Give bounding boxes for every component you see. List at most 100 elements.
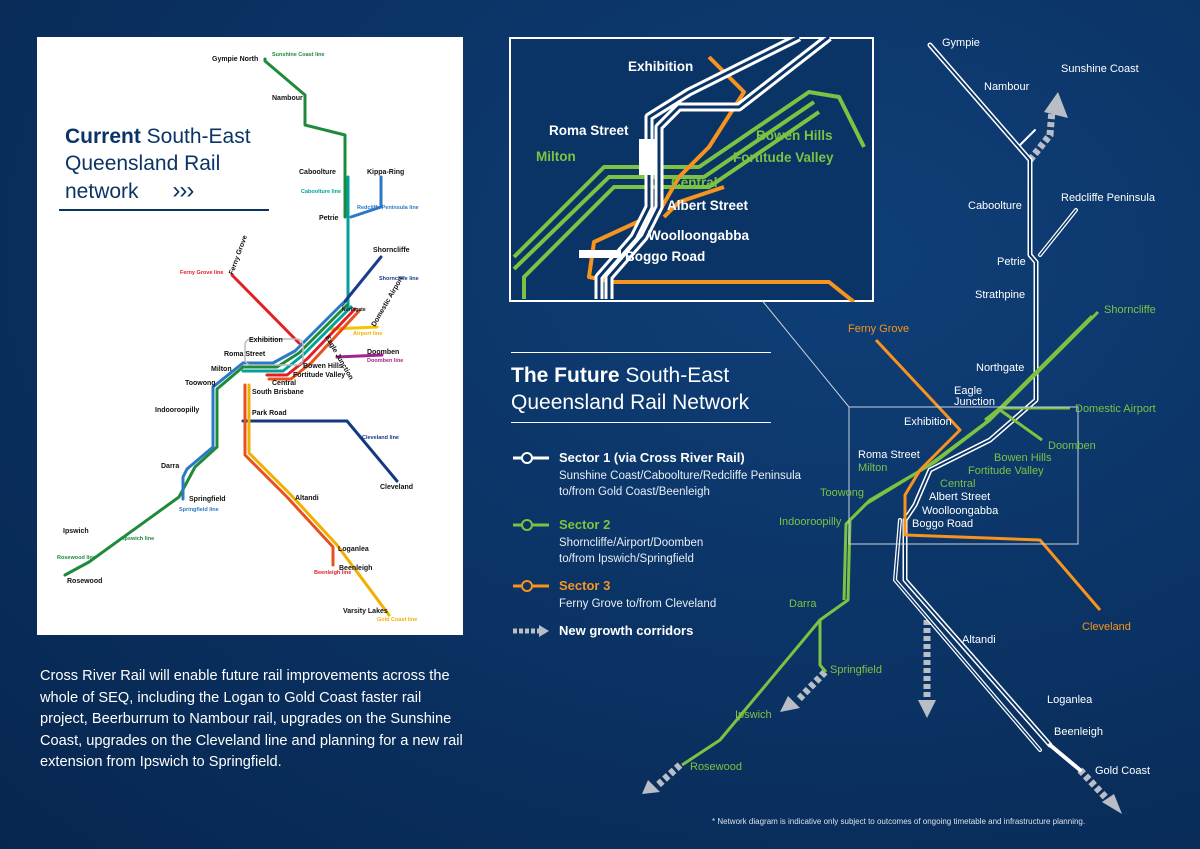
s1-nambour-sunshine xyxy=(1019,129,1036,146)
cur-st-caboolture: Caboolture xyxy=(299,169,336,176)
current-cleveland-line xyxy=(241,419,399,483)
growth-arrowhead-altandi xyxy=(918,700,936,718)
legend-sector2-icon xyxy=(513,519,549,531)
fut-st-boggo-road: Boggo Road xyxy=(912,518,973,530)
cur-st-petrie: Petrie xyxy=(319,215,339,222)
fut-st-loganlea: Loganlea xyxy=(1047,694,1093,706)
legend-sector2-title: Sector 2 xyxy=(559,517,611,532)
cur-line-caboolture: Caboolture line xyxy=(301,189,341,195)
fut-st-rosewood: Rosewood xyxy=(690,761,742,773)
future-title-rule-top xyxy=(511,352,771,353)
inset-st-fortitude-valley: Fortitude Valley xyxy=(733,150,834,165)
current-trunk-red xyxy=(265,307,357,377)
fut-st-central: Central xyxy=(940,478,975,490)
cur-st-south-brisbane: South Brisbane xyxy=(252,389,304,396)
current-trunk-blue xyxy=(241,301,345,365)
fut-st-strathpine: Strathpine xyxy=(975,289,1025,301)
legend-sector2-desc: Shorncliffe/Airport/Doomben to/from Ipsw… xyxy=(559,535,703,567)
inset-green-c xyxy=(522,110,821,299)
cur-line-ferny-grove: Ferny Grove line xyxy=(180,270,223,276)
fut-st-altandi: Altandi xyxy=(962,634,996,646)
cur-line-springfield: Springfield line xyxy=(179,507,219,513)
cur-line-gold-coast: Gold Coast line xyxy=(377,617,417,623)
cur-line-ipswich: Ipswich line xyxy=(123,536,154,542)
fut-st-junction: Junction xyxy=(954,396,995,408)
current-gold-coast-line xyxy=(247,383,391,617)
cur-st-shorncliffe: Shorncliffe xyxy=(373,247,410,254)
cur-st-darra: Darra xyxy=(161,463,179,470)
fut-st-cleveland: Cleveland xyxy=(1082,621,1131,633)
sector1-lines xyxy=(893,42,1082,772)
legend-sector1-desc: Sunshine Coast/Caboolture/Redcliffe Peni… xyxy=(559,468,801,500)
future-title-line2: Queensland Rail Network xyxy=(511,391,750,414)
current-title-bold: Current xyxy=(65,125,141,148)
future-title: The Future South-East Queensland Rail Ne… xyxy=(511,362,749,416)
current-beenleigh-line xyxy=(243,383,335,567)
cur-st-bowen-hills: Bowen Hills xyxy=(303,363,343,370)
fut-st-milton: Milton xyxy=(858,462,887,474)
fut-st-northgate: Northgate xyxy=(976,362,1024,374)
cur-line-rosewood: Rosewood line xyxy=(57,555,96,561)
current-network-panel: Gympie North Nambour Caboolture Kippa-Ri… xyxy=(37,37,463,635)
cur-line-cleveland: Cleveland line xyxy=(362,435,399,441)
cur-st-beenleigh: Beenleigh xyxy=(339,565,372,572)
inset-st-woolloongabba: Woolloongabba xyxy=(648,228,749,243)
s1-south-trunk-inner xyxy=(894,519,1041,751)
current-sunshine-coast-line xyxy=(263,57,347,219)
current-network-map: Gympie North Nambour Caboolture Kippa-Ri… xyxy=(57,52,419,623)
fut-st-petrie: Petrie xyxy=(997,256,1026,268)
legend-sector1-icon xyxy=(513,452,549,464)
chevrons-icon: ››› xyxy=(172,177,194,204)
fut-st-doomben: Doomben xyxy=(1048,440,1096,452)
legend-sector1-desc2: to/from Gold Coast/Beenleigh xyxy=(559,486,710,498)
future-title-rule-bottom xyxy=(511,422,771,423)
s3-ferny-grove xyxy=(874,338,1102,611)
inset-city-detail: Exhibition Roma Street Milton Bowen Hill… xyxy=(509,37,874,302)
fut-st-nambour: Nambour xyxy=(984,81,1030,93)
fut-st-ferny-grove: Ferny Grove xyxy=(848,323,909,335)
growth-arrowhead-rosewood xyxy=(642,780,660,794)
fut-st-bowen-hills: Bowen Hills xyxy=(994,452,1052,464)
cur-st-ipswich: Ipswich xyxy=(63,528,89,535)
current-trunk-orange xyxy=(267,309,361,381)
current-title-rest: South-East xyxy=(140,125,251,148)
fut-st-sunshine-coast: Sunshine Coast xyxy=(1061,63,1139,75)
fut-st-toowong: Toowong xyxy=(820,487,864,499)
cur-st-nambour: Nambour xyxy=(272,95,303,102)
current-city-box xyxy=(244,338,304,366)
footnote: * Network diagram is indicative only sub… xyxy=(712,817,1086,826)
cur-st-cleveland: Cleveland xyxy=(380,484,413,491)
growth-gold-coast xyxy=(1077,767,1111,803)
inset-st-central: Central xyxy=(671,175,718,190)
legend-sector3-icon xyxy=(513,580,549,592)
fut-st-redcliffe: Redcliffe Peninsula xyxy=(1061,192,1156,204)
current-title: Current South-East Queensland Rail netwo… xyxy=(65,123,251,205)
current-springfield-line xyxy=(181,361,245,501)
cur-st-toowong: Toowong xyxy=(185,380,216,387)
cur-line-shorncliffe: Shorncliffe line xyxy=(379,276,419,282)
cur-st-fortitude-valley: Fortitude Valley xyxy=(293,372,345,379)
fut-st-darra: Darra xyxy=(789,598,817,610)
fut-st-albert-street: Albert Street xyxy=(929,491,990,503)
current-airport-line xyxy=(329,325,379,331)
cur-st-northgate: Northgate xyxy=(342,307,366,313)
fut-st-roma-street: Roma Street xyxy=(858,449,920,461)
growth-arrowhead-gold-coast xyxy=(1102,794,1122,814)
fut-st-woolloongabba: Woolloongabba xyxy=(922,505,999,517)
growth-corridors xyxy=(655,109,1111,803)
current-shorncliffe-line xyxy=(340,255,383,307)
cur-st-varsity-lakes: Varsity Lakes xyxy=(343,608,388,615)
cur-st-central: Central xyxy=(272,380,296,387)
cur-st-indooroopilly: Indooroopilly xyxy=(155,407,199,414)
fut-st-indooroopilly: Indooroopilly xyxy=(779,516,842,528)
s1-gympie-trunk-inner xyxy=(904,44,1051,746)
cur-st-springfield: Springfield xyxy=(189,496,226,503)
cur-st-kippa-ring: Kippa-Ring xyxy=(367,169,404,176)
cur-st-roma-street: Roma Street xyxy=(224,351,266,358)
inset-zoom-frame xyxy=(848,406,1079,545)
current-title-rule xyxy=(59,209,269,211)
fut-st-exhibition: Exhibition xyxy=(904,416,952,428)
inset-st-bowen-hills: Bowen Hills xyxy=(756,128,833,143)
inset-st-roma-street: Roma Street xyxy=(549,123,629,138)
cur-st-loganlea: Loganlea xyxy=(338,546,369,553)
